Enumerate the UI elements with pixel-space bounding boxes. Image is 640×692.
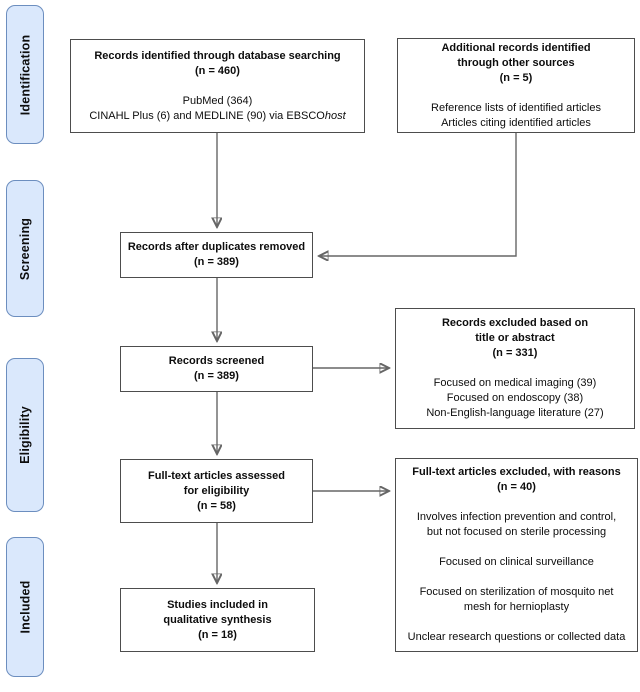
box-title: Records after duplicates removed (n = 38… [127, 241, 306, 268]
stage-label-text: Included [18, 580, 32, 634]
stage-label-eligibility: Eligibility [6, 358, 44, 512]
box-title: Additional records identified through ot… [441, 41, 591, 84]
box-title: Records excluded based on title or abstr… [441, 317, 589, 359]
box-records-screened: Records screened (n = 389) [120, 346, 313, 392]
box-body: Reference lists of identified articles A… [431, 101, 601, 129]
ebsco-source-line: CINAHL Plus (6) and MEDLINE (90) via EBS… [89, 109, 346, 122]
box-title: Studies included in qualitative synthesi… [163, 598, 272, 641]
stage-label-text: Eligibility [18, 406, 33, 464]
box-body: PubMed (364) CINAHL Plus (6) and MEDLINE… [89, 94, 346, 122]
box-title: Full-text articles assessed for eligibil… [148, 469, 285, 512]
box-records-after-duplicates-removed: Records after duplicates removed (n = 38… [120, 232, 313, 278]
box-records-excluded-title-abstract: Records excluded based on title or abstr… [395, 308, 635, 429]
box-additional-records-other-sources: Additional records identified through ot… [397, 38, 635, 133]
stage-label-included: Included [6, 537, 44, 677]
box-title: Records identified through database sear… [94, 49, 341, 77]
stage-label-text: Identification [18, 34, 33, 115]
box-fulltext-articles-excluded: Full-text articles excluded, with reason… [395, 458, 638, 652]
stage-label-text: Screening [18, 217, 32, 280]
box-records-identified-database: Records identified through database sear… [70, 39, 365, 133]
box-body: Focused on medical imaging (39) Focused … [426, 377, 604, 419]
stage-label-screening: Screening [6, 180, 44, 317]
box-title: Records screened (n = 389) [168, 355, 265, 382]
arrow-other-to-duplicates [320, 133, 517, 256]
box-body: Involves infection prevention and contro… [407, 511, 626, 643]
stage-label-identification: Identification [6, 5, 44, 144]
box-studies-included-qualitative-synthesis: Studies included in qualitative synthesi… [120, 588, 315, 652]
box-fulltext-articles-assessed: Full-text articles assessed for eligibil… [120, 459, 313, 523]
box-title: Full-text articles excluded, with reason… [412, 466, 621, 493]
